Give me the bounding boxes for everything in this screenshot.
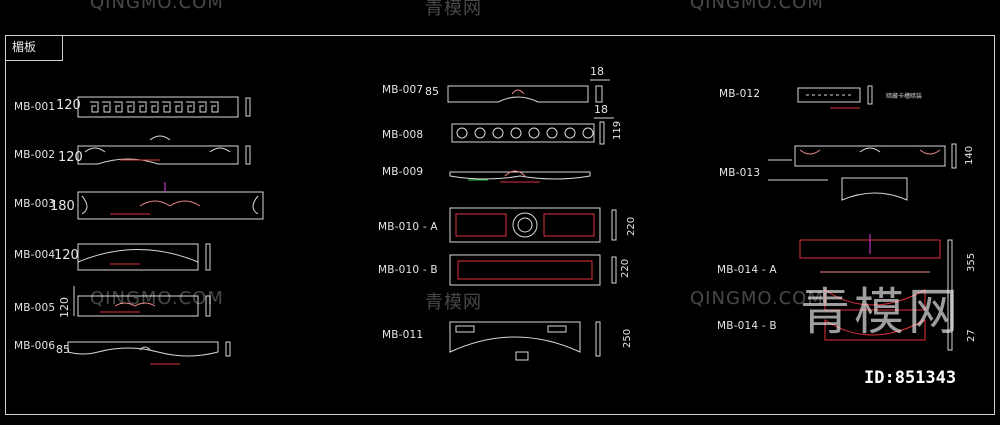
dim2-mb-007: 18 [590,65,604,78]
dim-mb-006: 85 [56,343,70,356]
watermark-brand-en: QINGMO.COM [90,0,224,13]
label-mb-003: MB-003 [14,198,56,210]
watermark-brand-en: QINGMO.COM [90,288,224,309]
panel-mb-010-b [449,254,617,286]
dim-mb-005: 120 [58,297,71,318]
panel-mb-010-a [449,207,617,243]
panel-mb-005 [73,286,211,317]
panel-mb-013 [768,143,957,201]
watermark-brand-en: QINGMO.COM [690,0,824,13]
label-mb-011: MB-011 [382,329,424,341]
panel-mb-003 [77,182,264,220]
dim-mb-001: 120 [56,98,81,113]
panel-mb-008 [451,117,614,145]
watermark-brand-en: QINGMO.COM [690,288,824,309]
label-mb-010-b: MB-010 - B [378,264,438,276]
panel-mb-007 [447,79,610,103]
label-mb-013: MB-013 [719,167,761,179]
dim-mb-010-b: 220 [620,258,631,278]
label-mb-012: MB-012 [719,88,761,100]
panel-mb-002 [77,135,251,165]
label-mb-002: MB-002 [14,149,56,161]
label-mb-014-a: MB-014 - A [717,264,777,276]
dim-mb-008: 119 [612,120,623,140]
panel-mb-011 [449,321,601,361]
dim2-mb-008: 18 [594,103,608,116]
dim-mb-014-a: 355 [966,252,977,272]
label-mb-004: MB-004 [14,249,56,261]
dim-mb-013: 140 [964,145,975,165]
panel-mb-012 [797,85,873,109]
dim-mb-004: 120 [54,248,79,263]
label-mb-007: MB-007 [382,84,424,96]
dim-mb-002: 120 [58,150,83,165]
dim-mb-014-b: 27 [966,329,977,342]
label-mb-005: MB-005 [14,302,56,314]
panel-mb-009 [449,170,591,183]
dim-mb-007: 85 [425,85,439,98]
watermark-id: ID:851343 [864,368,957,388]
watermark-brand-large: 青模网 [800,283,962,341]
title-box [5,35,63,61]
label-mb-010-a: MB-010 - A [378,221,438,233]
label-mb-001: MB-001 [14,101,56,113]
dim-mb-010-a: 220 [626,216,637,236]
label-mb-009: MB-009 [382,166,424,178]
watermark-brand-cn: 青模网 [425,0,482,19]
panel-mb-004 [77,243,211,271]
watermark-brand-cn: 青模网 [425,292,482,313]
dim-mb-011: 250 [622,328,633,348]
panel-mb-006 [67,341,231,365]
label-mb-006: MB-006 [14,340,56,352]
label-mb-008: MB-008 [382,129,424,141]
dim-mb-003: 180 [50,199,75,214]
panel-mb-001 [77,96,251,118]
note-mb-012: 暗藏卡槽暗装 [886,93,923,100]
drawing-frame [5,35,995,415]
panel-mb-014 [799,234,953,351]
sheet-title: 楣板 [12,40,37,54]
label-mb-014-b: MB-014 - B [717,320,777,332]
